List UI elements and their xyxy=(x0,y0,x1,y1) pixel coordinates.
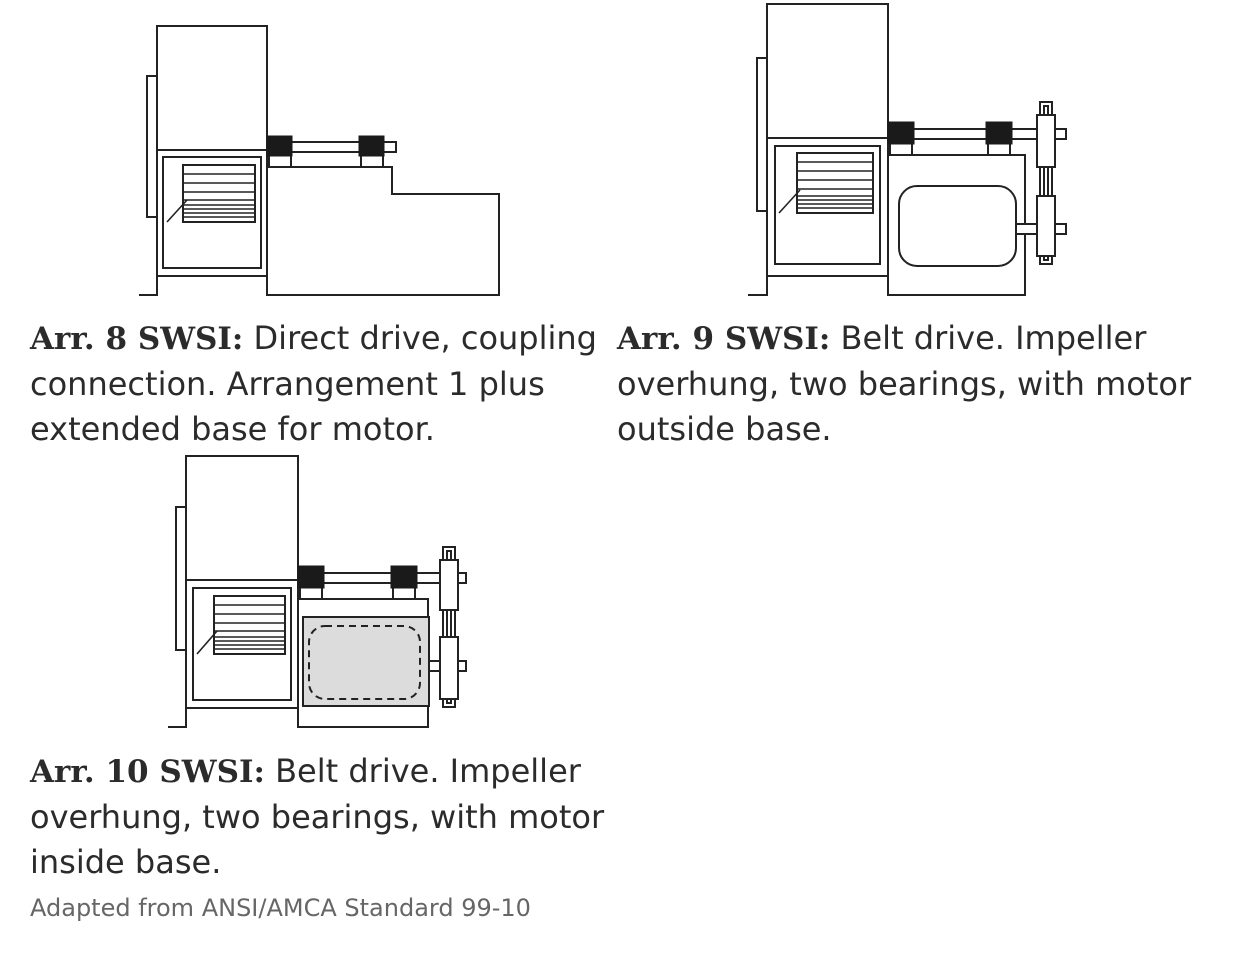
arr10-belt-drive xyxy=(439,546,459,708)
arr10-label: Arr. 10 SWSI: xyxy=(30,754,265,790)
arr9-description: Belt drive. Impeller overhung, two beari… xyxy=(617,319,1192,448)
arr10-impeller-icon xyxy=(196,595,286,655)
arr10-diagram xyxy=(168,455,467,728)
arr8-label: Arr. 8 SWSI: xyxy=(30,321,244,357)
arr8-description: Direct drive, coupling connection. Arran… xyxy=(30,319,597,448)
arr9-label: Arr. 9 SWSI: xyxy=(617,321,831,357)
arr8-diagram xyxy=(139,25,500,296)
arr9-diagram xyxy=(748,3,1067,296)
arr8-caption: Arr. 8 SWSI: Direct drive, coupling conn… xyxy=(30,316,610,452)
arr9-motor xyxy=(898,185,1017,267)
source-note: Adapted from ANSI/AMCA Standard 99-10 xyxy=(30,894,531,922)
arr10-description: Belt drive. Impeller overhung, two beari… xyxy=(30,752,605,881)
arr9-impeller-icon xyxy=(778,152,874,214)
arr8-impeller-icon xyxy=(166,164,256,223)
arr10-motor xyxy=(308,625,421,700)
arr9-belt-drive xyxy=(1036,101,1056,265)
arr9-caption: Arr. 9 SWSI: Belt drive. Impeller overhu… xyxy=(617,316,1217,452)
arr10-caption: Arr. 10 SWSI: Belt drive. Impeller overh… xyxy=(30,749,630,885)
